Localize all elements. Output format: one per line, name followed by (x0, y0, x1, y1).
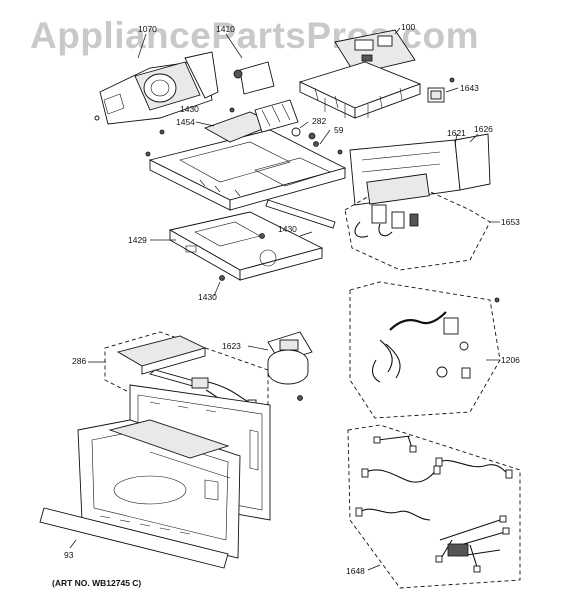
chassis-top-panel[interactable] (148, 129, 347, 211)
callout-93: 93 (64, 550, 74, 560)
callout-1621: 1621 (447, 128, 466, 138)
callout-282: 282 (312, 116, 326, 126)
control-board[interactable] (334, 27, 416, 75)
board-mounting-tray[interactable] (298, 61, 422, 119)
heater-assembly[interactable] (88, 331, 269, 429)
callout-100: 100 (401, 22, 415, 32)
art-number: (ART NO. WB12745 C) (52, 578, 141, 588)
base-plate[interactable] (150, 211, 324, 281)
callout-1430-low: 1430 (198, 292, 217, 302)
callout-1623: 1623 (222, 341, 241, 351)
callout-1410: 1410 (216, 24, 235, 34)
door-trim-strip[interactable] (39, 507, 229, 569)
wave-guide[interactable] (195, 99, 299, 143)
relay-module[interactable] (427, 87, 459, 103)
stirrer-motor[interactable] (247, 331, 313, 401)
wire-harness-1206[interactable] (349, 281, 501, 419)
callout-1643: 1643 (460, 83, 479, 93)
callout-286: 286 (72, 356, 86, 366)
callout-1430-top: 1430 (180, 104, 199, 114)
interlock-switch-assembly[interactable] (344, 173, 500, 271)
callout-1626: 1626 (474, 124, 493, 134)
blower-motor-assembly[interactable] (94, 33, 219, 125)
callout-59: 59 (334, 125, 344, 135)
callout-1653: 1653 (501, 217, 520, 227)
front-door-frame[interactable] (77, 419, 241, 559)
callout-1648: 1648 (346, 566, 365, 576)
fastener-screws (145, 77, 455, 281)
mounting-bracket[interactable] (225, 33, 275, 95)
thermostat[interactable] (291, 121, 316, 140)
callout-1429: 1429 (128, 235, 147, 245)
wire-harness-kit-1648[interactable] (347, 424, 521, 589)
callout-1430-mid: 1430 (278, 224, 297, 234)
callout-1206: 1206 (501, 355, 520, 365)
callout-1070: 1070 (138, 24, 157, 34)
callout-1454: 1454 (176, 117, 195, 127)
screw-59[interactable] (313, 129, 331, 147)
callout-labels: 1070 1410 100 1643 1430 1454 282 59 1621… (52, 22, 520, 588)
duct-strip[interactable] (265, 199, 336, 229)
